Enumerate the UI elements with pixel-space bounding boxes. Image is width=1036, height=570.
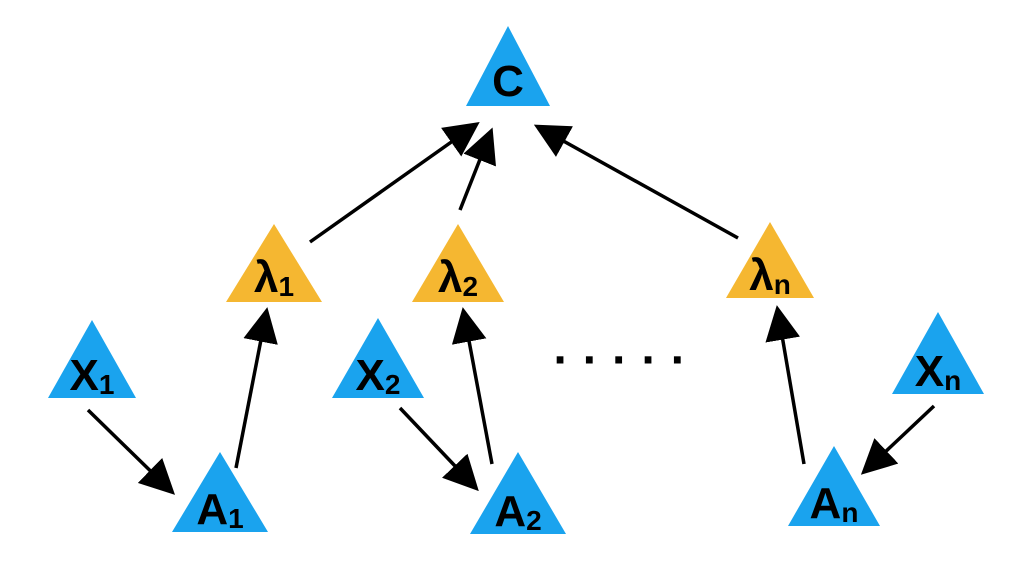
node-lambda2: λ2 — [412, 224, 504, 302]
node-xn-label: X — [915, 347, 944, 396]
svg-text:λ1: λ1 — [254, 253, 294, 302]
node-x2: X2 — [332, 318, 424, 400]
node-xn-subscript: n — [944, 365, 961, 396]
node-a2-label: A — [494, 487, 526, 536]
triangle-shape — [726, 222, 814, 298]
triangle-shape — [412, 224, 504, 302]
node-x2-subscript: 2 — [385, 369, 401, 400]
node-lambda1-subscript: 1 — [278, 271, 294, 302]
node-an: An — [788, 446, 880, 528]
triangle-shape — [470, 452, 566, 534]
node-an-label: A — [810, 479, 842, 528]
node-lambdan-label: λ — [749, 251, 773, 300]
node-lambda1-label: λ — [254, 253, 278, 302]
node-lambda2-label: λ — [438, 253, 462, 302]
svg-text:λn: λn — [749, 251, 791, 300]
ellipsis: · · · · · — [553, 334, 686, 387]
svg-text:X2: X2 — [356, 351, 401, 400]
triangle-shape — [172, 452, 268, 532]
edges — [86, 121, 936, 495]
node-lambda2-subscript: 2 — [462, 271, 478, 302]
svg-text:C: C — [492, 57, 524, 106]
node-a1-label: A — [196, 485, 228, 534]
node-x1-subscript: 1 — [99, 369, 115, 400]
node-a1: A1 — [172, 452, 268, 534]
edge-lambda1-c — [308, 121, 480, 244]
edge-a2-lambda2 — [451, 307, 494, 465]
edge-x1-a1 — [86, 408, 176, 495]
edge-xn-an — [860, 404, 936, 475]
node-lambdan: λn — [726, 222, 814, 300]
node-lambdan-subscript: n — [774, 269, 791, 300]
edge-an-lambdan — [765, 305, 806, 465]
node-x2-label: X — [356, 351, 385, 400]
node-x1: X1 — [48, 320, 136, 400]
node-lambda1: λ1 — [226, 224, 322, 302]
node-a1-subscript: 1 — [228, 503, 244, 534]
triangle-shape — [332, 318, 424, 398]
triangle-shape — [48, 320, 136, 398]
node-x1-label: X — [70, 351, 99, 400]
svg-text:A1: A1 — [196, 485, 243, 534]
edge-x2-a2 — [398, 406, 479, 492]
edge-lambda2-c — [458, 127, 496, 211]
triangle-shape — [892, 312, 984, 394]
node-a2: A2 — [470, 452, 566, 536]
node-c: C — [466, 26, 550, 106]
svg-text:A2: A2 — [494, 487, 541, 536]
svg-text:X1: X1 — [70, 351, 115, 400]
node-a2-subscript: 2 — [526, 505, 542, 536]
node-an-subscript: n — [841, 497, 858, 528]
svg-text:An: An — [810, 479, 859, 528]
triangle-shape — [788, 446, 880, 526]
svg-text:Xn: Xn — [915, 347, 961, 396]
edge-a1-lambda1 — [234, 307, 278, 469]
svg-text:λ2: λ2 — [438, 253, 478, 302]
node-xn: Xn — [892, 312, 984, 396]
edge-lambdan-c — [533, 124, 739, 240]
triangle-shape — [226, 224, 322, 302]
triangle-shape — [466, 26, 550, 106]
node-c-label: C — [492, 57, 524, 106]
